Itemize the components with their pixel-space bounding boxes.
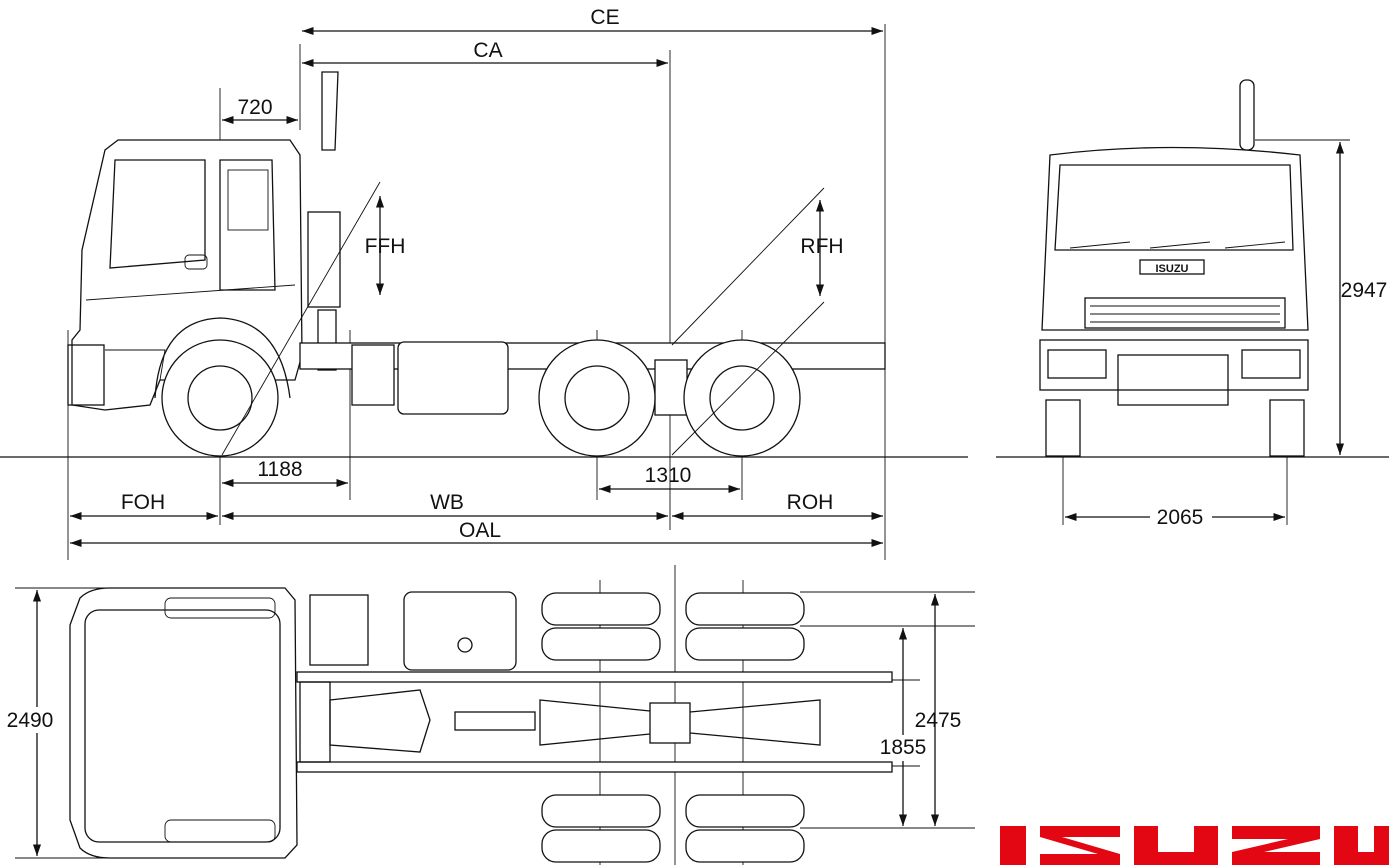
fuel-cap — [457, 637, 473, 653]
front-bumper — [67, 344, 105, 406]
top-cab — [69, 587, 298, 859]
engine-block — [299, 681, 331, 763]
battery-box — [351, 344, 395, 406]
tyre-front-bogie-inner-lower — [541, 794, 661, 828]
cab-door-window — [227, 169, 269, 231]
wb-label: WB — [430, 491, 464, 514]
front-cab — [1041, 146, 1309, 331]
top-cab-step-upper — [164, 597, 276, 619]
rfh-reference-line-low — [671, 301, 825, 456]
grille-slats — [1090, 305, 1280, 323]
headlamp-right — [1241, 349, 1301, 379]
grille-badge-frame — [1139, 259, 1205, 275]
propeller-shaft — [454, 711, 536, 731]
transmission — [329, 689, 431, 753]
track-2065-label: 2065 — [1157, 506, 1204, 529]
upper-grille — [1084, 297, 1286, 329]
cab-belt-line — [85, 284, 296, 301]
width-2490-bg — [4, 707, 56, 733]
windshield — [1054, 164, 1294, 251]
rear-wheel-2 — [683, 339, 801, 457]
rear-suspension — [654, 359, 688, 416]
inter-axle-differential — [649, 702, 691, 744]
rfh-label: RFH — [800, 235, 843, 258]
tyre-rear-bogie-inner-upper — [685, 627, 805, 661]
foh-label: FOH — [121, 491, 165, 514]
cab-window — [109, 159, 206, 269]
dim-1310-label: 1310 — [645, 464, 692, 487]
front-wheel — [154, 317, 291, 457]
frame-rail-upper — [296, 671, 893, 683]
exhaust-stack — [321, 71, 339, 151]
headlamp-left — [1047, 349, 1107, 379]
frame-1855-bg — [872, 735, 934, 761]
bumper-step — [105, 349, 166, 381]
tyre-rear-bogie-outer-upper — [685, 592, 805, 626]
fuel-tank — [397, 341, 509, 415]
tyre-front-bogie-inner-upper — [541, 627, 661, 661]
track-label-bg — [1150, 505, 1212, 529]
ffh-reference-line — [221, 181, 381, 456]
roh-label: ROH — [787, 491, 834, 514]
dim-720-label: 720 — [237, 96, 272, 119]
lower-grille — [1117, 354, 1229, 406]
logo-letter-s — [1040, 826, 1120, 865]
tyre-rear-bogie-inner-lower — [685, 794, 805, 828]
front-exhaust — [1239, 79, 1255, 151]
logo-letter-i — [1000, 826, 1026, 865]
ffh-label: FFH — [365, 235, 406, 258]
frame-rail-lower — [296, 761, 893, 773]
front-bumper-view — [1039, 339, 1309, 391]
door-handle — [184, 254, 208, 270]
top-cab-step-lower — [164, 819, 276, 843]
width-2490-label: 2490 — [7, 709, 54, 732]
air-cleaner — [307, 211, 341, 308]
width-2475-label: 2475 — [915, 709, 962, 732]
front-wheel-right — [1269, 399, 1305, 457]
isuzu-logo — [1000, 826, 1389, 865]
wipers — [1069, 241, 1286, 249]
ce-label: CE — [590, 6, 619, 29]
logo-letter-u2 — [1334, 826, 1389, 865]
top-fuel-tank — [403, 591, 517, 671]
top-view: 2490 2475 1855 — [4, 565, 975, 865]
frame-1855-label: 1855 — [880, 736, 927, 759]
front-view: ISUZU 2947 2065 — [996, 79, 1389, 529]
top-battery-box — [309, 594, 369, 666]
logo-letter-u — [1134, 826, 1218, 865]
cab-door — [219, 159, 276, 291]
side-view: CE CA 720 FFH RFH 1188 1310 FOH WB ROH O… — [0, 6, 968, 560]
height-2947-label: 2947 — [1341, 279, 1388, 302]
tyre-front-bogie-outer-lower — [541, 829, 661, 863]
front-wheel-left — [1045, 399, 1081, 457]
grille-badge-text: ISUZU — [1156, 263, 1189, 275]
tyre-rear-bogie-outer-lower — [685, 829, 805, 863]
oal-label: OAL — [459, 519, 501, 542]
rfh-reference-line-high — [671, 187, 825, 346]
dim-1188-label: 1188 — [257, 458, 302, 481]
ca-label: CA — [473, 39, 502, 62]
tyre-front-bogie-outer-upper — [541, 592, 661, 626]
logo-letter-z — [1232, 826, 1320, 865]
rear-wheel-1 — [538, 339, 656, 457]
